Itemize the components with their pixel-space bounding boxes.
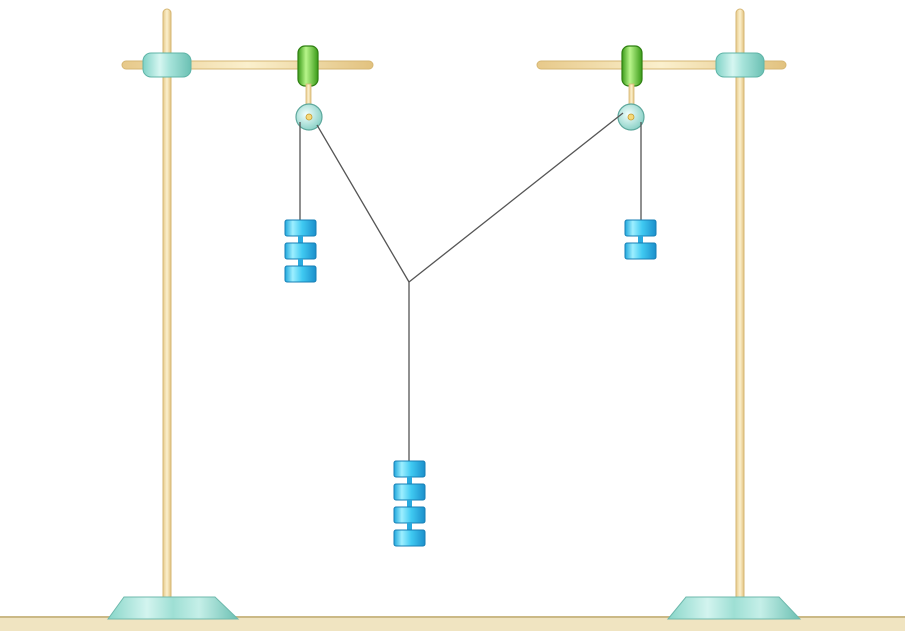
mass-block (393, 506, 426, 524)
right-boss-clamp (715, 52, 765, 78)
left-boss-clamp (142, 52, 192, 78)
right-stand (536, 8, 802, 620)
right-pulley-clamp (621, 45, 643, 87)
left-stand-rod (162, 8, 172, 613)
mass-block (624, 219, 657, 237)
mass-block (284, 242, 317, 260)
center-mass-stack (393, 460, 426, 547)
right-mass-stack (624, 219, 657, 260)
left-stand-base (107, 596, 240, 620)
left-pulley-clamp (297, 45, 319, 87)
mass-block (284, 219, 317, 237)
left-stand (107, 8, 374, 620)
mass-block (393, 460, 426, 478)
strings (299, 112, 642, 462)
right-stand-base (666, 596, 802, 620)
left-mass-stack (284, 219, 317, 283)
mass-block (624, 242, 657, 260)
right-stand-rod (735, 8, 745, 613)
mass-block (393, 529, 426, 547)
mass-block (284, 265, 317, 283)
left-diagonal-string (316, 124, 410, 283)
mass-block (393, 483, 426, 501)
right-diagonal-string (408, 112, 624, 283)
